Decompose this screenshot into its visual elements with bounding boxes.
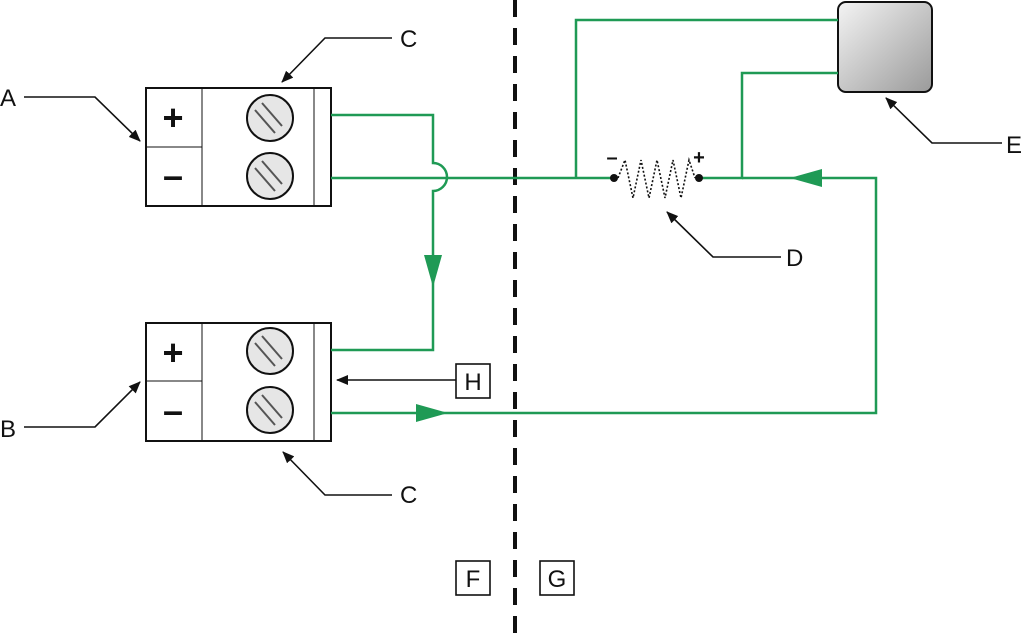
- green-flow-arrow-icon: [424, 255, 442, 287]
- sensor-plus-sign: +: [693, 147, 705, 169]
- label-g: G: [548, 566, 567, 593]
- label-f-box: F: [455, 560, 491, 596]
- thermistor-zigzag-icon: [610, 156, 703, 199]
- wire-top-plus-to-bottom-plus: [331, 113, 449, 352]
- label-a: A: [0, 85, 16, 112]
- label-h-box: H: [455, 363, 491, 399]
- leader-line-a: [24, 96, 141, 142]
- terminal-bottom-minus-sign: –: [163, 390, 183, 431]
- leader-line-e: [885, 97, 1002, 144]
- leader-line-c-top: [281, 37, 392, 83]
- green-flow-arrow-icon: [416, 404, 448, 422]
- terminal-top-plus-sign: +: [162, 97, 183, 138]
- label-c-bottom: C: [400, 482, 417, 509]
- terminal-top-minus-sign: –: [163, 155, 183, 196]
- device-box: [837, 1, 933, 93]
- label-d: D: [786, 245, 803, 272]
- label-g-box: G: [539, 560, 575, 596]
- sensor-minus-sign: –: [606, 147, 617, 169]
- terminal-bottom-plus-sign: +: [162, 332, 183, 373]
- label-f: F: [466, 566, 481, 593]
- green-flow-arrow-icon: [790, 169, 822, 187]
- wire-return-loop: [331, 176, 878, 415]
- label-h: H: [464, 369, 481, 396]
- screw-terminal-icon: [246, 152, 294, 200]
- leader-line-b: [24, 381, 141, 428]
- leader-line-d: [666, 211, 781, 258]
- label-e: E: [1006, 132, 1022, 159]
- wire-sensor-minus-to-device: [574, 18, 838, 178]
- terminal-block-top: + –: [145, 87, 332, 207]
- screw-terminal-icon: [246, 94, 294, 142]
- wire-sensor-plus-to-device: [699, 71, 838, 180]
- label-b: B: [0, 416, 16, 443]
- terminal-block-bottom: + –: [145, 322, 332, 442]
- leader-line-c-bottom: [282, 451, 392, 496]
- label-c-top: C: [400, 26, 417, 53]
- screw-terminal-icon: [246, 386, 294, 434]
- screw-terminal-icon: [246, 327, 294, 375]
